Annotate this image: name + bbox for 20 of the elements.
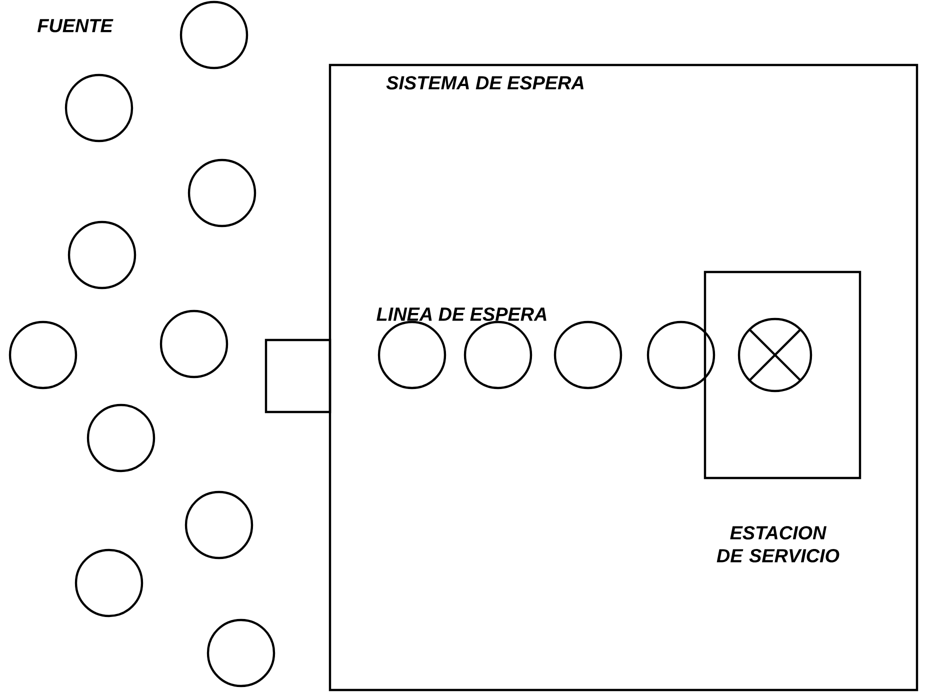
circle-symbol (86, 404, 156, 472)
circle-symbol (554, 320, 622, 390)
circle-symbol (206, 618, 276, 688)
circle-symbol (64, 74, 134, 142)
customer-source-label: FUENTE (37, 19, 114, 32)
circle-symbol (8, 320, 78, 390)
circle-symbol (160, 310, 228, 378)
circle-symbol (378, 320, 446, 390)
circle-symbol (180, 0, 248, 70)
circle-symbol (188, 158, 256, 228)
circle-symbol (646, 320, 716, 390)
box-heading: SISTEMA DE ESPERA (386, 76, 584, 90)
queue-label: LINEA DE ESPERA (376, 307, 546, 321)
station-label: ESTACION DE SERVICIO (716, 526, 840, 562)
entrance-box (264, 338, 332, 414)
circle-symbol (184, 490, 254, 560)
circle-symbol (464, 320, 532, 390)
circle-symbol (74, 548, 144, 618)
circle-symbol (68, 220, 136, 290)
server-symbol (738, 318, 812, 392)
